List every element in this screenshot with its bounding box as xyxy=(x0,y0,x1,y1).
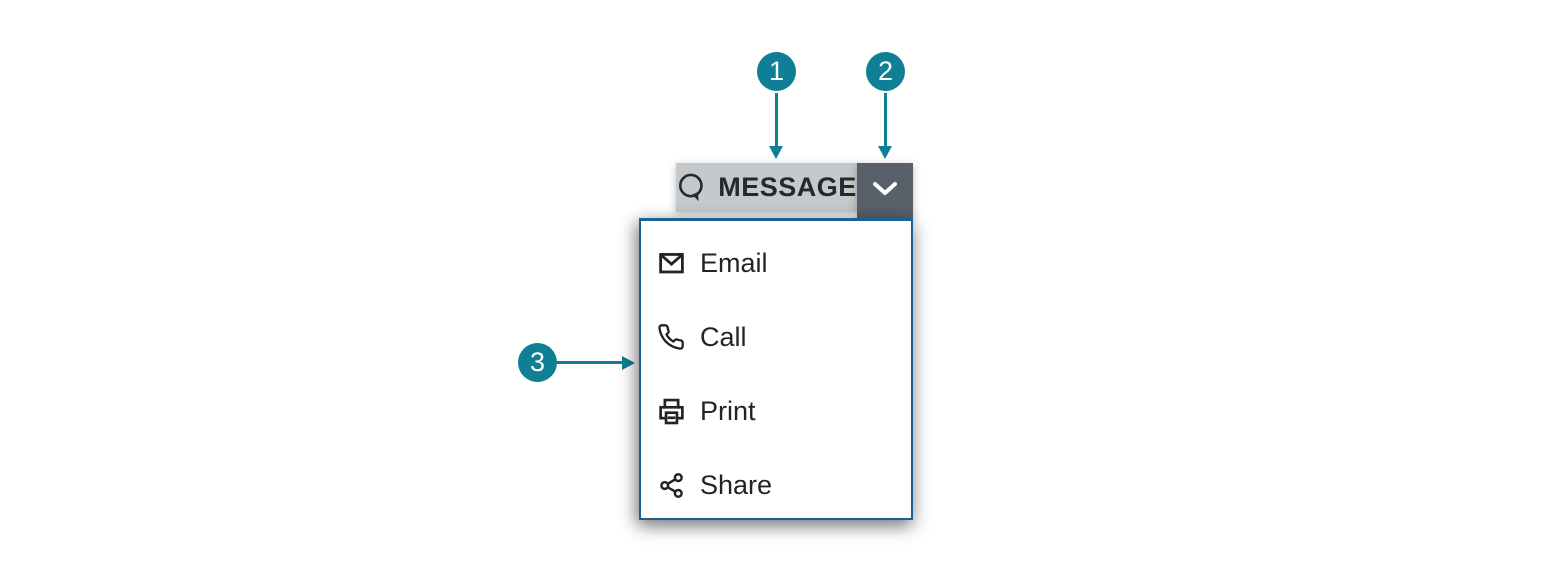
message-button-label: MESSAGE xyxy=(718,172,857,202)
dropdown-toggle-button[interactable] xyxy=(857,163,913,219)
menu-item-email[interactable]: Email xyxy=(641,226,911,300)
callout-arrow-2 xyxy=(884,93,887,146)
callout-arrow-1 xyxy=(775,93,778,146)
menu-item-print[interactable]: Print xyxy=(641,374,911,448)
callout-badge-2: 2 xyxy=(866,52,905,91)
chevron-down-icon xyxy=(871,181,899,202)
callout-arrowhead-2 xyxy=(878,146,892,159)
share-icon xyxy=(656,470,686,500)
message-button[interactable]: MESSAGE xyxy=(676,163,857,212)
callout-arrowhead-1 xyxy=(769,146,783,159)
callout-arrow-3 xyxy=(557,361,622,364)
message-split-button: MESSAGE xyxy=(676,163,913,219)
callout-number: 1 xyxy=(768,56,785,86)
dropdown-menu-list: Email Call xyxy=(641,221,911,522)
speech-bubble-icon xyxy=(676,172,707,203)
email-icon xyxy=(656,248,686,278)
menu-item-label: Email xyxy=(700,247,768,278)
menu-item-label: Print xyxy=(700,395,756,426)
phone-icon xyxy=(656,322,686,352)
callout-arrowhead-3 xyxy=(622,356,635,370)
callout-badge-3: 3 xyxy=(518,343,557,382)
menu-item-label: Call xyxy=(700,321,747,352)
menu-item-call[interactable]: Call xyxy=(641,300,911,374)
menu-item-share[interactable]: Share xyxy=(641,448,911,522)
callout-badge-1: 1 xyxy=(757,52,796,91)
callout-number: 2 xyxy=(877,56,894,86)
menu-item-label: Share xyxy=(700,469,773,500)
dropdown-menu: Email Call xyxy=(639,218,913,520)
printer-icon xyxy=(656,396,686,426)
callout-number: 3 xyxy=(529,347,546,377)
